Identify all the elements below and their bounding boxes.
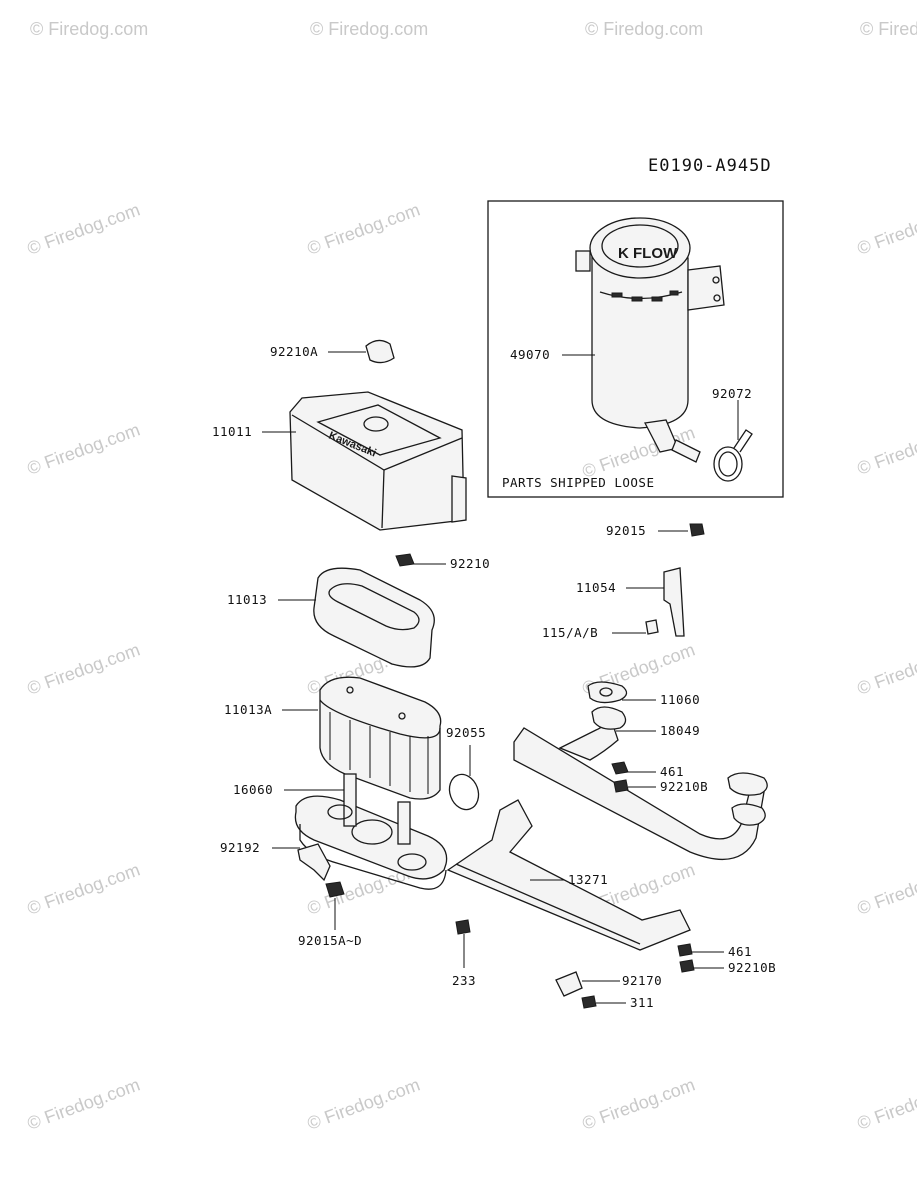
watermark: © Firedog.com bbox=[310, 19, 428, 39]
nut-illustration bbox=[613, 779, 629, 793]
watermark: © Firedog.com bbox=[585, 19, 703, 39]
part-label: 18049 bbox=[660, 723, 700, 738]
nut-illustration bbox=[325, 881, 345, 898]
hose-clamp-illustration bbox=[555, 971, 583, 997]
part-label: 233 bbox=[452, 973, 476, 988]
nut-illustration bbox=[679, 959, 695, 973]
part-label: 11013A bbox=[224, 702, 272, 717]
muffler-illustration: K FLOW bbox=[575, 217, 725, 463]
part-label: 311 bbox=[630, 995, 654, 1010]
air-filter-element-illustration bbox=[319, 676, 442, 800]
watermark: © Firedog.com bbox=[855, 859, 917, 918]
cover-knob-illustration bbox=[365, 339, 395, 364]
watermark: © Firedog.com bbox=[855, 1074, 917, 1133]
watermark: © Firedog.com bbox=[30, 19, 148, 39]
watermark: © Firedog.com bbox=[25, 419, 143, 478]
breather-hose-illustration bbox=[297, 843, 331, 882]
part-label: 11054 bbox=[576, 580, 616, 595]
parts-shipped-loose-box bbox=[487, 200, 784, 498]
muffler-decal: K FLOW bbox=[618, 245, 678, 262]
part-label: 92015 bbox=[606, 523, 646, 538]
watermark: © Firedog.com bbox=[25, 859, 143, 918]
nut-illustration bbox=[677, 943, 693, 957]
watermark: © Firedog.com bbox=[25, 199, 143, 258]
diagram-code: E0190-A945D bbox=[648, 156, 772, 176]
part-label: 92210B bbox=[728, 960, 776, 975]
part-label: 115/A/B bbox=[542, 625, 598, 640]
air-cleaner-cover-illustration: Kawasaki bbox=[289, 391, 467, 531]
part-label: 92210A bbox=[270, 344, 318, 359]
part-label: 11060 bbox=[660, 692, 700, 707]
leader-lines bbox=[262, 351, 739, 1004]
watermark: © Firedog.com bbox=[305, 1074, 423, 1133]
part-label: 92015A~D bbox=[298, 933, 362, 948]
muffler-bracket-illustration bbox=[645, 523, 705, 637]
watermark: © Firedog.com bbox=[855, 419, 917, 478]
nut-illustration bbox=[611, 761, 629, 775]
part-label: 92055 bbox=[446, 725, 486, 740]
part-label: 92210B bbox=[660, 779, 708, 794]
part-label: 92192 bbox=[220, 840, 260, 855]
part-label: 92072 bbox=[712, 386, 752, 401]
heat-shield-illustration bbox=[446, 799, 691, 951]
part-labels: 92210A 11011 49070 92072 92210 11013 920… bbox=[212, 344, 776, 1010]
pre-cleaner-foam-illustration bbox=[313, 567, 435, 668]
exhaust-clamp-illustration bbox=[713, 429, 753, 482]
wing-nut-illustration bbox=[395, 553, 415, 567]
bolt-illustration bbox=[581, 995, 597, 1009]
watermark: © Firedog.com bbox=[860, 19, 917, 39]
air-cleaner-base-illustration bbox=[294, 773, 448, 890]
part-label: 92210 bbox=[450, 556, 490, 571]
watermark: © Firedog.com bbox=[855, 639, 917, 698]
bolt-illustration bbox=[455, 919, 471, 935]
watermark: © Firedog.com bbox=[305, 199, 423, 258]
watermark-layer: © Firedog.com © Firedog.com © Firedog.co… bbox=[25, 19, 917, 1134]
part-label: 461 bbox=[660, 764, 684, 779]
exhaust-gasket-illustration bbox=[587, 681, 628, 704]
part-label: 461 bbox=[728, 944, 752, 959]
watermark: © Firedog.com bbox=[855, 199, 917, 258]
part-label: 92170 bbox=[622, 973, 662, 988]
part-label: 16060 bbox=[233, 782, 273, 797]
part-label: 11011 bbox=[212, 424, 252, 439]
part-label: 11013 bbox=[227, 592, 267, 607]
watermark: © Firedog.com bbox=[25, 1074, 143, 1133]
box-note: PARTS SHIPPED LOOSE bbox=[502, 475, 655, 490]
o-ring-illustration bbox=[448, 773, 480, 811]
watermark: © Firedog.com bbox=[580, 1074, 698, 1133]
part-label: 49070 bbox=[510, 347, 550, 362]
watermark: © Firedog.com bbox=[25, 639, 143, 698]
exhaust-pipe-illustration bbox=[513, 706, 768, 861]
part-label: 13271 bbox=[568, 872, 608, 887]
